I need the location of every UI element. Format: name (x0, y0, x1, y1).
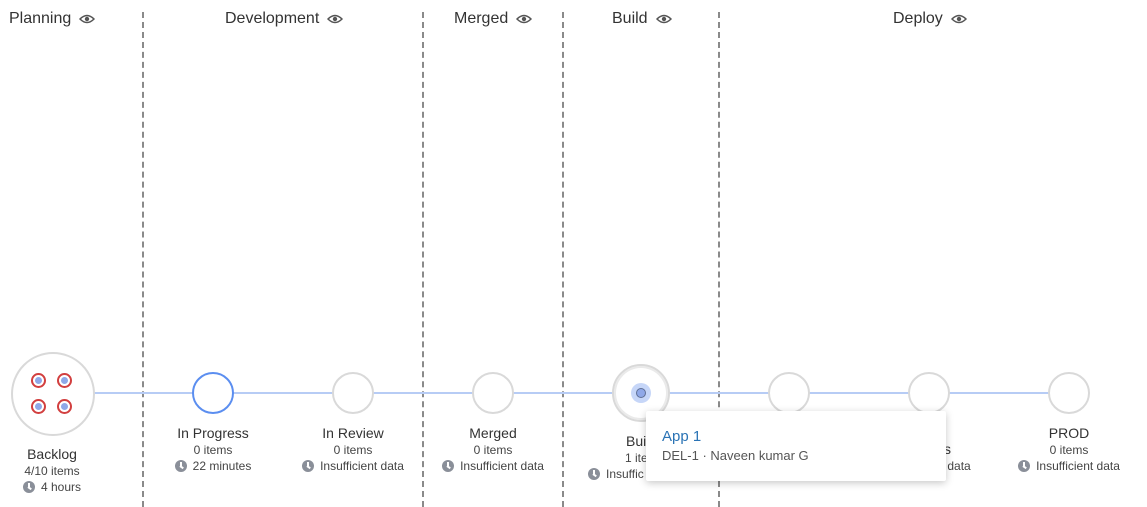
work-item-dot[interactable] (631, 383, 651, 403)
eye-icon[interactable] (327, 13, 344, 25)
node-time: 4 hours (0, 479, 132, 495)
stage-title: Planning (9, 10, 72, 27)
node-in-review[interactable] (332, 372, 374, 414)
node-in-progress[interactable] (192, 372, 234, 414)
node-count: 1 ite (625, 451, 648, 465)
node-time-text: Insuffic (606, 467, 644, 481)
node-time-text: Insufficient data (1036, 459, 1120, 473)
node-count: 0 items (1049, 443, 1089, 457)
stage-header-build: Build (612, 10, 672, 28)
node-merged[interactable] (472, 372, 514, 414)
eye-icon[interactable] (516, 13, 533, 25)
node-time-text: Insufficient data (320, 459, 404, 473)
node-time-text: Insufficient data (460, 459, 544, 473)
node-label-prod: PROD 0 items Insufficient data (989, 424, 1147, 474)
node-count: 0 items (193, 443, 233, 457)
tooltip-title-link[interactable]: App 1 (662, 428, 702, 445)
stage-divider (562, 12, 564, 507)
stage-title: Deploy (893, 10, 943, 27)
node-backlog[interactable] (11, 352, 95, 436)
node-name: In Progress (177, 425, 249, 441)
stage-header-deploy: Deploy (893, 10, 967, 28)
node-label-merged: Merged 0 items Insufficient data (413, 424, 573, 474)
node-time-text: 22 minutes (192, 459, 252, 473)
node-name: s (944, 441, 951, 457)
node-label-backlog: Backlog 4/10 items 4 hours (0, 445, 132, 495)
stage-title: Development (225, 10, 320, 27)
work-item-dot[interactable] (57, 373, 72, 388)
clock-icon (302, 460, 315, 472)
node-count: 0 items (473, 443, 513, 457)
clock-icon (442, 460, 455, 472)
stage-divider (142, 12, 144, 507)
stage-title: Merged (454, 10, 509, 27)
node-time: Insuffic (588, 466, 648, 482)
node-prod[interactable] (1048, 372, 1090, 414)
stage-divider (718, 12, 720, 507)
node-time: 22 minutes (133, 458, 293, 474)
node-deploy-1[interactable] (768, 372, 810, 414)
node-name: Bui (626, 433, 647, 449)
eye-icon[interactable] (655, 13, 672, 25)
node-label-in-review: In Review 0 items Insufficient data (273, 424, 433, 474)
node-label-build: Bui 1 ite Insuffic (588, 432, 648, 482)
clock-icon (22, 481, 35, 493)
tooltip-subtitle: DEL-1 · Naveen kumar G (662, 448, 809, 463)
node-time: Insufficient data (413, 458, 573, 474)
stage-divider (422, 12, 424, 507)
node-name: PROD (1048, 425, 1090, 441)
work-item-dot[interactable] (57, 399, 72, 414)
flow-line (60, 392, 1070, 394)
node-name: In Review (322, 425, 384, 441)
work-item-dot[interactable] (31, 399, 46, 414)
node-label-in-progress: In Progress 0 items 22 minutes (133, 424, 293, 474)
clock-icon (1018, 460, 1031, 472)
stage-header-merged: Merged (454, 10, 533, 28)
node-time: Insufficient data (273, 458, 433, 474)
stage-title: Build (612, 10, 648, 27)
node-deploy-2[interactable] (908, 372, 950, 414)
node-time: Insufficient data (989, 458, 1147, 474)
clock-icon (588, 468, 600, 480)
stage-header-planning: Planning (9, 10, 96, 28)
node-time-text: 4 hours (40, 480, 82, 494)
eye-icon[interactable] (950, 13, 967, 25)
node-name: Backlog (27, 446, 77, 462)
work-item-dot[interactable] (31, 373, 46, 388)
node-count: 0 items (333, 443, 373, 457)
clock-icon (174, 460, 187, 472)
stage-header-development: Development (225, 10, 344, 28)
work-item-tooltip: App 1 DEL-1 · Naveen kumar G (646, 411, 946, 481)
node-count: 4/10 items (24, 464, 80, 478)
node-name: Merged (469, 425, 517, 441)
eye-icon[interactable] (79, 13, 96, 25)
